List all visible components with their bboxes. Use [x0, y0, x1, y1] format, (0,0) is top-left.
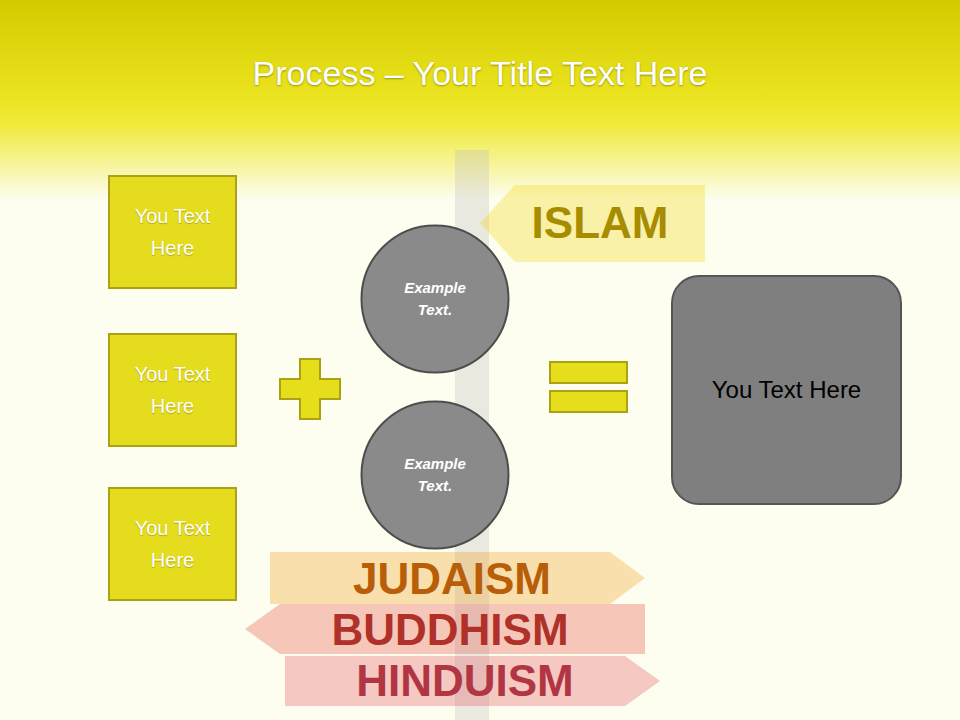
equals-symbol [550, 391, 627, 412]
sign-label: ISLAM [532, 201, 669, 245]
input-circle: Example Text. [360, 224, 510, 374]
result-box: You Text Here [671, 275, 902, 505]
sign-arrow [270, 552, 645, 604]
sign-label: HINDUISM [356, 659, 574, 703]
circle-outline [360, 400, 510, 550]
slide-title: Process – Your Title Text Here [0, 54, 960, 93]
node-label: You Text Here [123, 200, 223, 264]
node-label: You Text Here [123, 358, 223, 422]
circle-outline [360, 224, 510, 374]
circle-shape [362, 402, 509, 549]
node-label: You Text Here [123, 512, 223, 576]
circle-shape [362, 226, 509, 373]
sign-arrow [245, 604, 645, 654]
text-box: You Text Here [108, 333, 237, 447]
sign-label: JUDAISM [353, 557, 551, 601]
equals-symbol [550, 362, 627, 383]
node-label: Example Text. [393, 453, 477, 498]
node-label: You Text Here [712, 376, 861, 404]
node-label: Example Text. [393, 277, 477, 322]
sign-arrow [285, 656, 660, 706]
plus-symbol [280, 359, 340, 419]
sign-label: BUDDHISM [331, 608, 568, 652]
input-circle: Example Text. [360, 400, 510, 550]
sign-arrow [480, 185, 705, 262]
text-box: You Text Here [108, 175, 237, 289]
text-box: You Text Here [108, 487, 237, 601]
